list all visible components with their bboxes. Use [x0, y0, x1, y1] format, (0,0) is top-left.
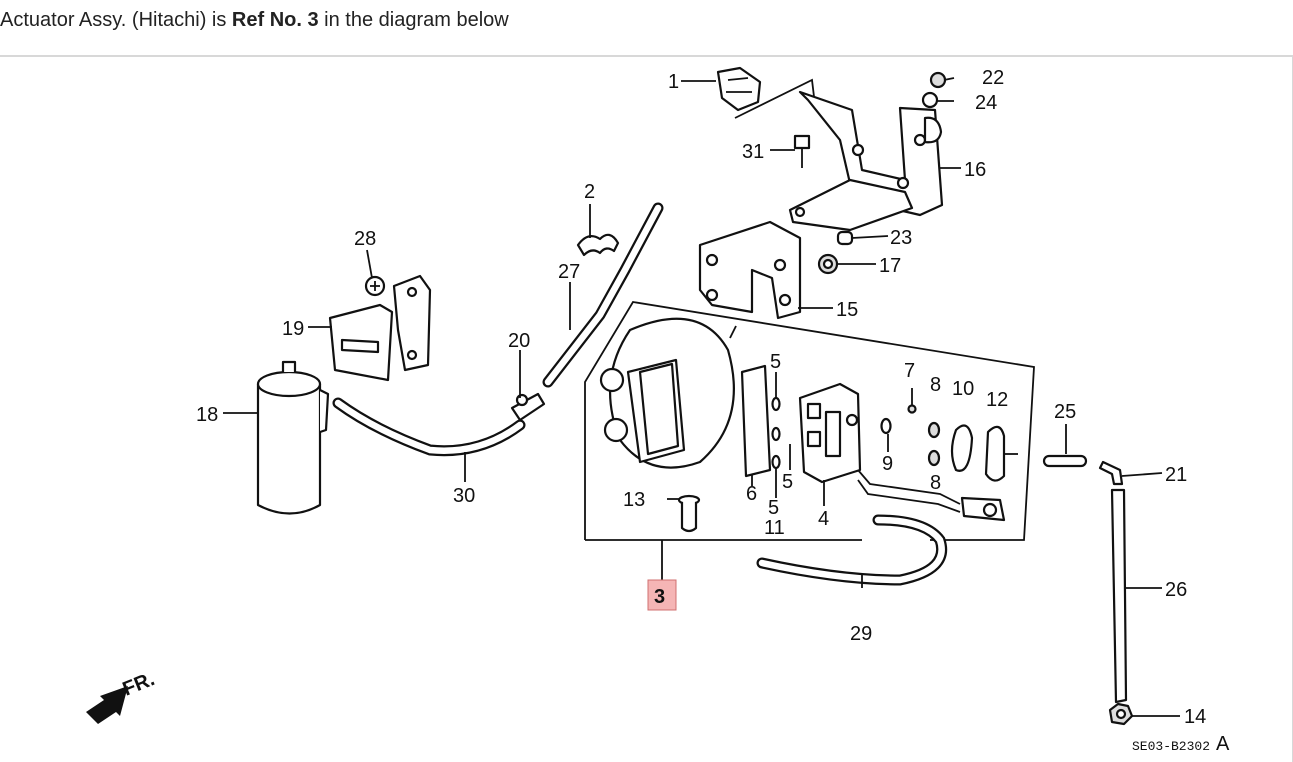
- callout-11[interactable]: 11: [764, 517, 785, 539]
- part-8-rubber-mount-lower: [927, 449, 941, 467]
- callout-5-top[interactable]: 5: [770, 351, 781, 373]
- callout-9[interactable]: 9: [882, 453, 893, 475]
- callout-8-top[interactable]: 8: [930, 374, 941, 396]
- part-9-spacer: [880, 417, 892, 435]
- drawing-code: SE03-B2302: [1132, 739, 1210, 754]
- heading-ref: Ref No. 3: [231, 9, 319, 31]
- heading-suffix: in the diagram below: [318, 9, 509, 31]
- callout-29[interactable]: 29: [850, 623, 872, 645]
- callout-25[interactable]: 25: [1054, 401, 1076, 423]
- leader-lines: [223, 77, 1180, 717]
- callout-labels: 1 2 3 4 5 5 5 6 7 8 8 9 10 11 12 13 14 1…: [196, 67, 1206, 728]
- callout-28[interactable]: 28: [354, 228, 376, 250]
- heading-prefix: Actuator Assy. (Hitachi) is: [0, 9, 232, 31]
- callout-23[interactable]: 23: [890, 227, 912, 249]
- callout-19[interactable]: 19: [282, 318, 304, 340]
- callout-8-bottom[interactable]: 8: [930, 472, 941, 494]
- callout-22[interactable]: 22: [982, 67, 1004, 89]
- part-3-actuator-body: [599, 317, 737, 469]
- part-5-o-rings: [771, 396, 781, 470]
- drawing-suffix: A: [1216, 733, 1230, 755]
- part-18-canister: [256, 360, 330, 515]
- part-14-nut: [1108, 702, 1134, 726]
- part-21-elbow: [1098, 460, 1124, 486]
- valve-connector-hose: [857, 469, 1006, 522]
- callout-15[interactable]: 15: [836, 299, 858, 321]
- part-31-bolt: [793, 134, 811, 168]
- part-26-tube: [1110, 488, 1128, 704]
- part-20-valve: [510, 392, 546, 422]
- part-30-hose: [332, 397, 526, 457]
- part-8-rubber-mount-upper: [927, 421, 941, 439]
- callout-20[interactable]: 20: [508, 330, 530, 352]
- callout-1[interactable]: 1: [668, 71, 679, 93]
- part-27-hose: [542, 202, 664, 388]
- callout-17[interactable]: 17: [879, 255, 901, 277]
- page-heading: Actuator Assy. (Hitachi) is Ref No. 3 in…: [0, 6, 509, 34]
- callout-3[interactable]: 3: [654, 586, 665, 608]
- part-23-clip: [836, 230, 854, 246]
- actuator-assembly-group-box: [584, 301, 1035, 583]
- callout-5-right[interactable]: 5: [782, 471, 793, 493]
- callout-26[interactable]: 26: [1165, 579, 1187, 601]
- callout-27[interactable]: 27: [558, 261, 580, 283]
- ref-3-highlight[interactable]: [647, 579, 677, 611]
- callout-7[interactable]: 7: [904, 360, 915, 382]
- callout-5-bottom[interactable]: 5: [768, 497, 779, 519]
- part-19-bracket: [328, 274, 432, 382]
- part-6-gasket: [740, 364, 772, 478]
- part-7-screw: [907, 388, 917, 414]
- part-25-hose: [1042, 454, 1088, 468]
- direction-label: FR.: [120, 668, 158, 700]
- part-15-bracket: [698, 220, 802, 320]
- front-direction-arrow: FR.: [86, 668, 158, 724]
- part-29-hose: [756, 514, 947, 586]
- part-13-bolt: [677, 494, 701, 533]
- part-17-nut: [817, 253, 839, 275]
- callout-21[interactable]: 21: [1165, 464, 1187, 486]
- callout-12[interactable]: 12: [986, 389, 1008, 411]
- part-16-bracket: [788, 90, 944, 232]
- part-4-valve-body: [798, 382, 862, 484]
- callout-13[interactable]: 13: [623, 489, 645, 511]
- callout-4[interactable]: 4: [818, 508, 829, 530]
- callout-18[interactable]: 18: [196, 404, 218, 426]
- part-24-washer: [921, 91, 939, 109]
- callout-30[interactable]: 30: [453, 485, 475, 507]
- callout-6[interactable]: 6: [746, 483, 757, 505]
- callout-2[interactable]: 2: [584, 181, 595, 203]
- part-2-clamp: [576, 233, 620, 257]
- part-12-cover: [984, 425, 1018, 482]
- callout-16[interactable]: 16: [964, 159, 986, 181]
- part-22-nut: [929, 71, 947, 89]
- part-28-screw: [364, 275, 386, 297]
- part-10-bracket: [950, 424, 974, 472]
- callout-14[interactable]: 14: [1184, 706, 1206, 728]
- callout-31[interactable]: 31: [742, 141, 764, 163]
- callout-10[interactable]: 10: [952, 378, 974, 400]
- callout-24[interactable]: 24: [975, 92, 997, 114]
- part-1-clip: [716, 66, 816, 119]
